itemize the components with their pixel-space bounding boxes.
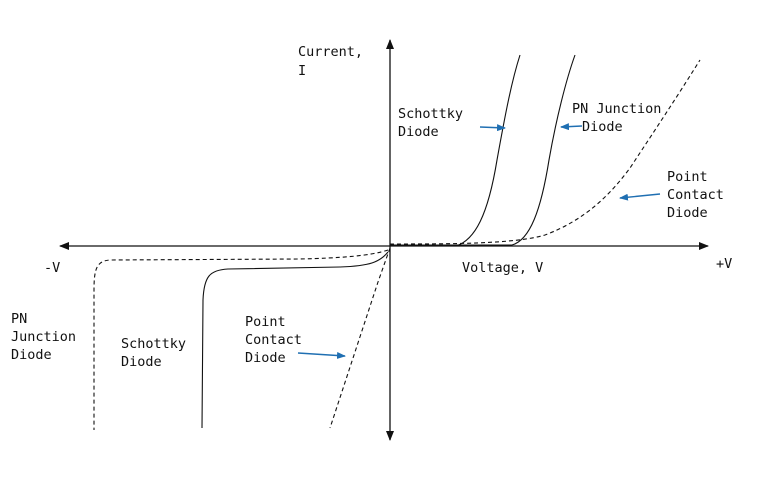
- pn-junction-forward-curve: [390, 54, 576, 246]
- point-contact-reverse-pointer: [297, 351, 346, 359]
- point-contact-reverse-label: Point Contact Diode: [245, 314, 310, 366]
- negative-voltage-label: -V: [44, 260, 60, 276]
- point-contact-forward-pointer: [619, 193, 661, 201]
- schottky-forward-label: Schottky Diode: [398, 106, 471, 140]
- point-contact-reverse-curve: [329, 247, 391, 429]
- pn-junction-reverse-label: PN Junction Diode: [11, 311, 84, 363]
- schottky-reverse-curve: [201, 251, 389, 429]
- pn-junction-forward-label: PN Junction Diode: [572, 101, 670, 135]
- point-contact-forward-curve: [389, 59, 701, 245]
- pn-forward-pointer: [560, 123, 583, 131]
- x-axis-label: Voltage, V: [462, 260, 543, 276]
- positive-voltage-label: +V: [716, 256, 732, 272]
- pn-junction-reverse-curve: [93, 249, 389, 430]
- schottky-reverse-label: Schottky Diode: [121, 336, 194, 370]
- schottky-forward-pointer: [479, 124, 506, 132]
- point-contact-forward-label: Point Contact Diode: [667, 169, 732, 221]
- schottky-forward-curve: [389, 54, 521, 247]
- y-axis-label: Current, I: [298, 44, 371, 79]
